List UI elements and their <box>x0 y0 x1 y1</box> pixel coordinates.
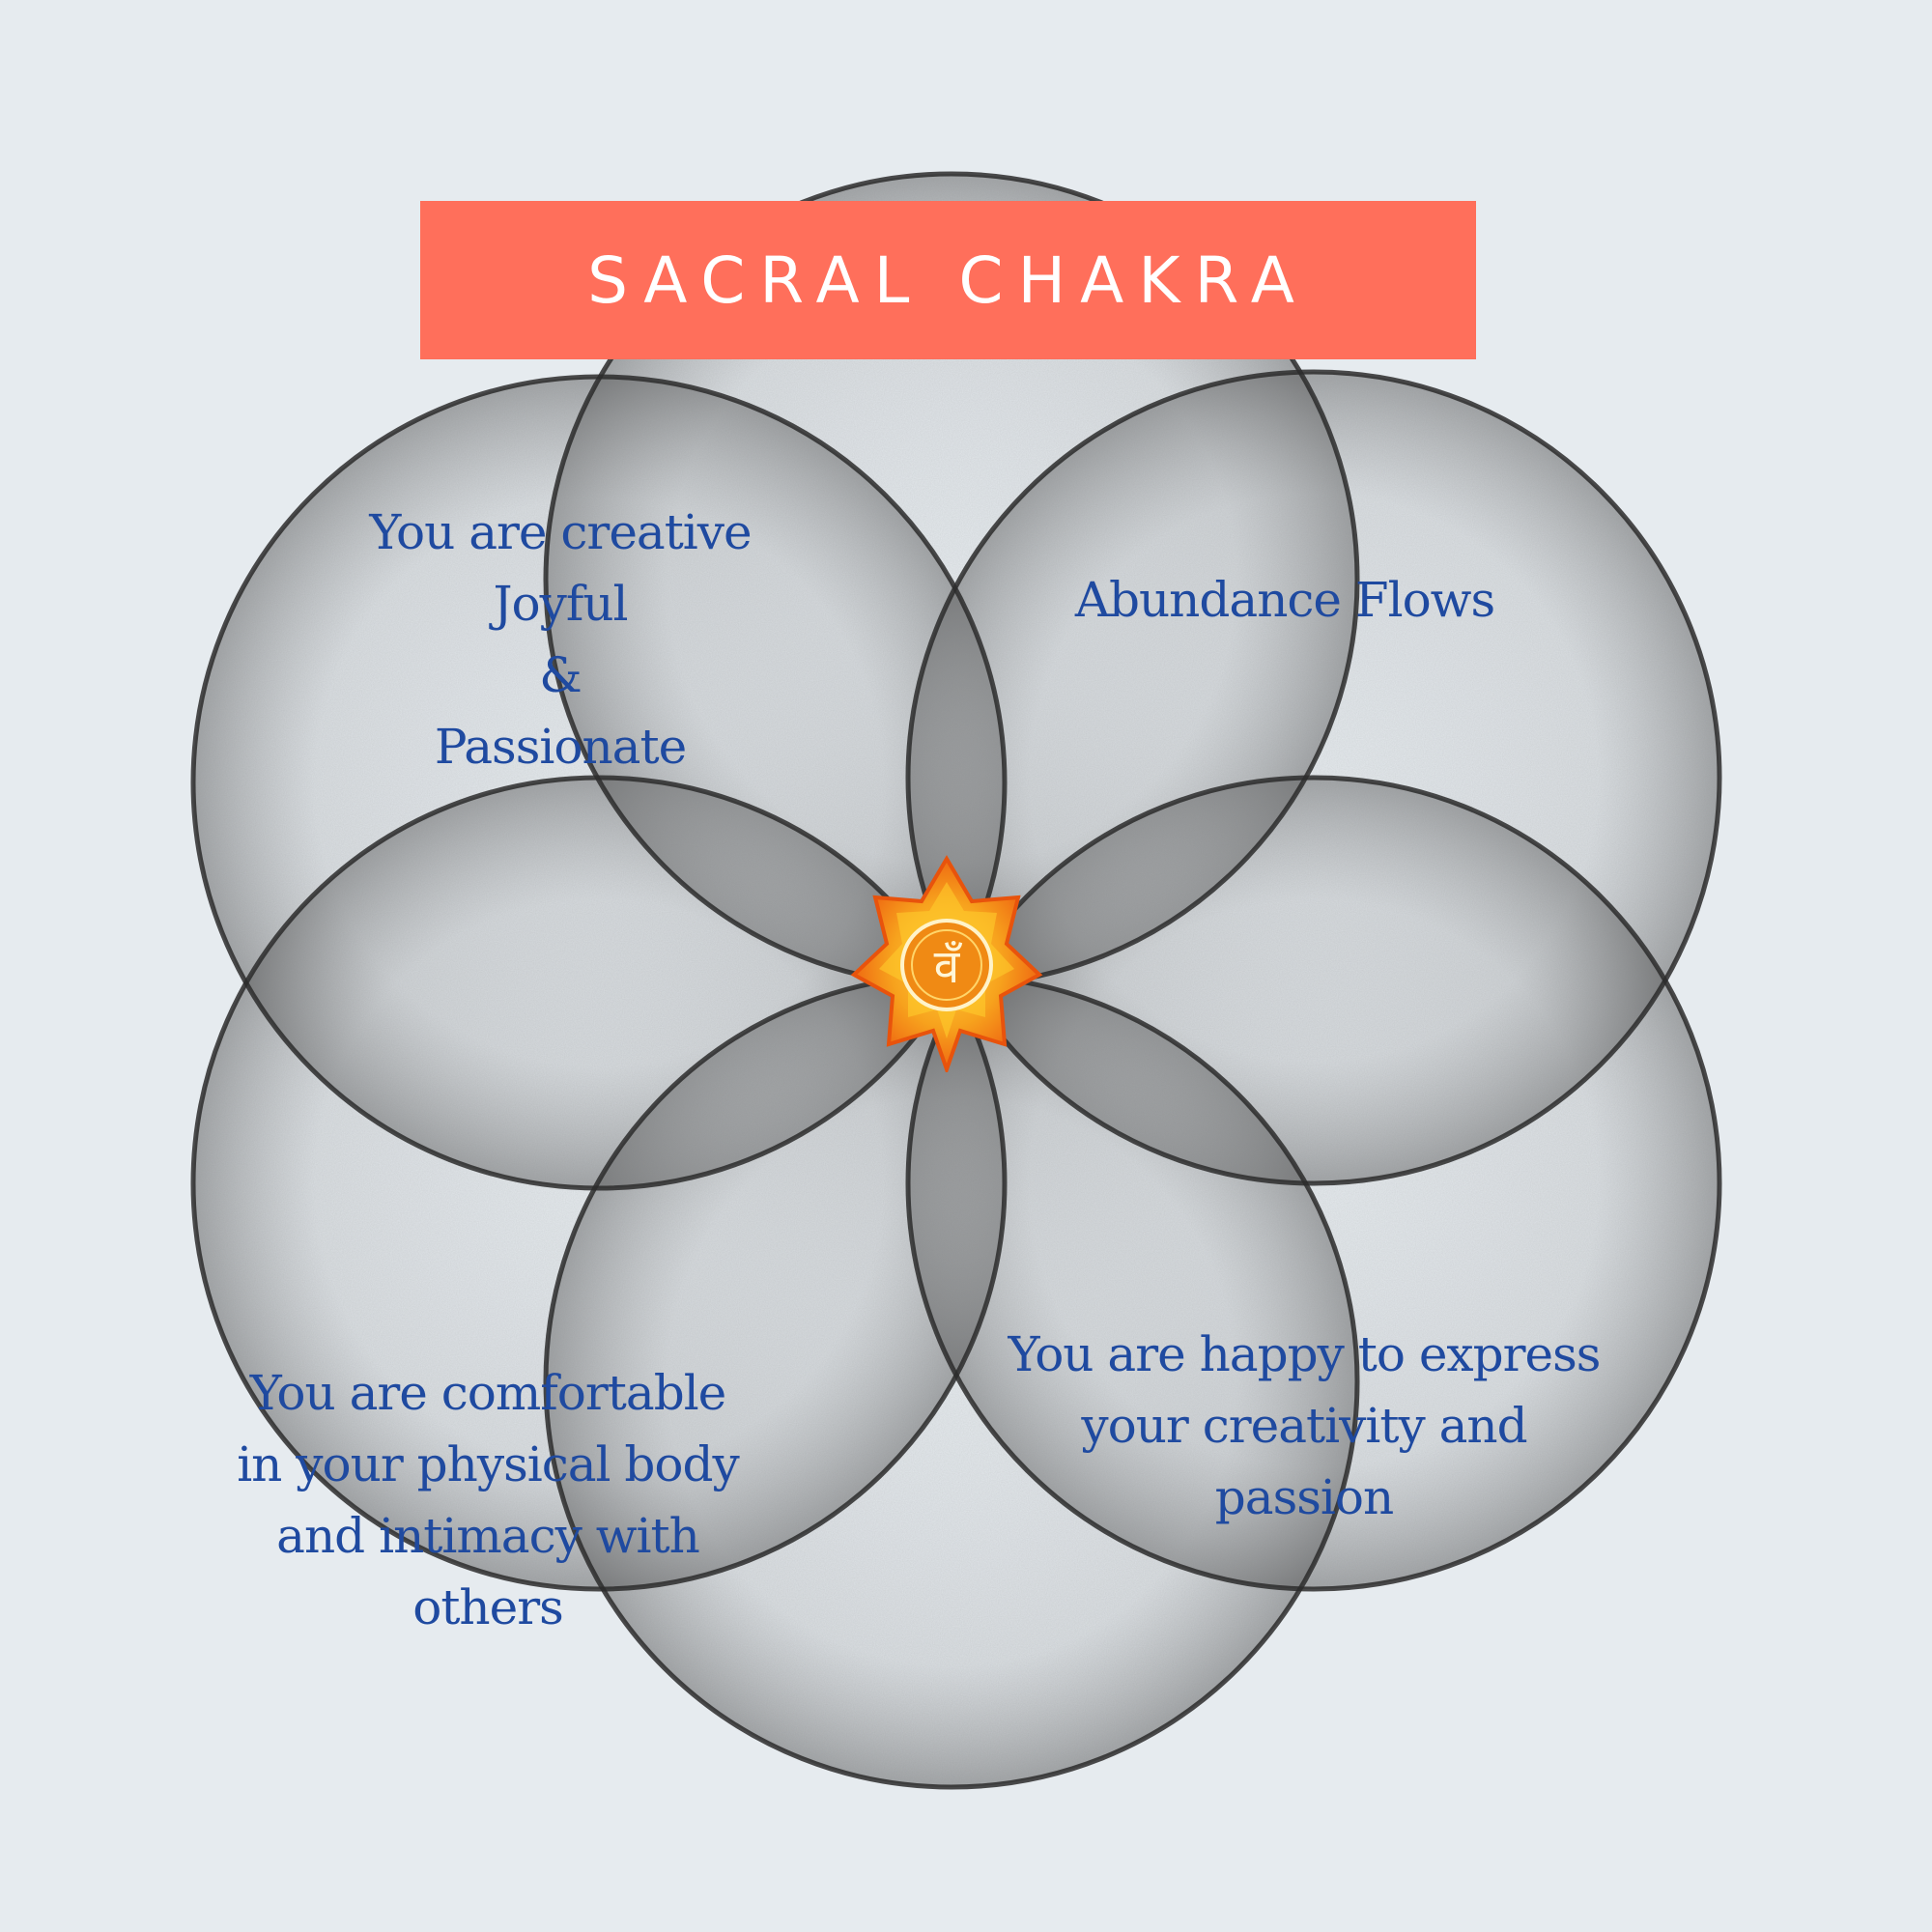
affirmation-line: Abundance Flows <box>1074 572 1495 628</box>
page-title: SACRAL CHAKRA <box>587 242 1309 318</box>
inner-ring <box>900 919 993 1011</box>
affirmation-line: You are creative <box>369 504 752 560</box>
sacral-chakra-lotus-icon: वँ <box>850 855 1043 1072</box>
affirmation-line: others <box>412 1579 564 1635</box>
title-banner: SACRAL CHAKRA <box>420 201 1476 359</box>
outline-circles <box>190 171 1722 1790</box>
affirmation-line: Joyful <box>493 576 628 632</box>
affirmation-line: in your physical body <box>237 1436 740 1492</box>
affirmation-line: You are happy to express <box>1008 1326 1602 1382</box>
affirmation-line: Passionate <box>434 719 687 775</box>
affirmation-line: your creativity and <box>1081 1398 1527 1454</box>
affirmation-line: and intimacy with <box>276 1508 700 1564</box>
affirmation-physical-body: You are comfortable in your physical bod… <box>208 1357 768 1643</box>
sacral-glyph: वँ <box>934 940 963 994</box>
affirmation-line: You are comfortable <box>249 1365 727 1421</box>
affirmation-line: & <box>539 647 582 703</box>
affirmation-line: passion <box>1214 1469 1394 1525</box>
affirmation-express-creativity: You are happy to express your creativity… <box>985 1319 1623 1533</box>
affirmation-abundance: Abundance Flows <box>1014 564 1555 636</box>
affirmation-creative-joyful: You are creative Joyful & Passionate <box>319 497 802 782</box>
